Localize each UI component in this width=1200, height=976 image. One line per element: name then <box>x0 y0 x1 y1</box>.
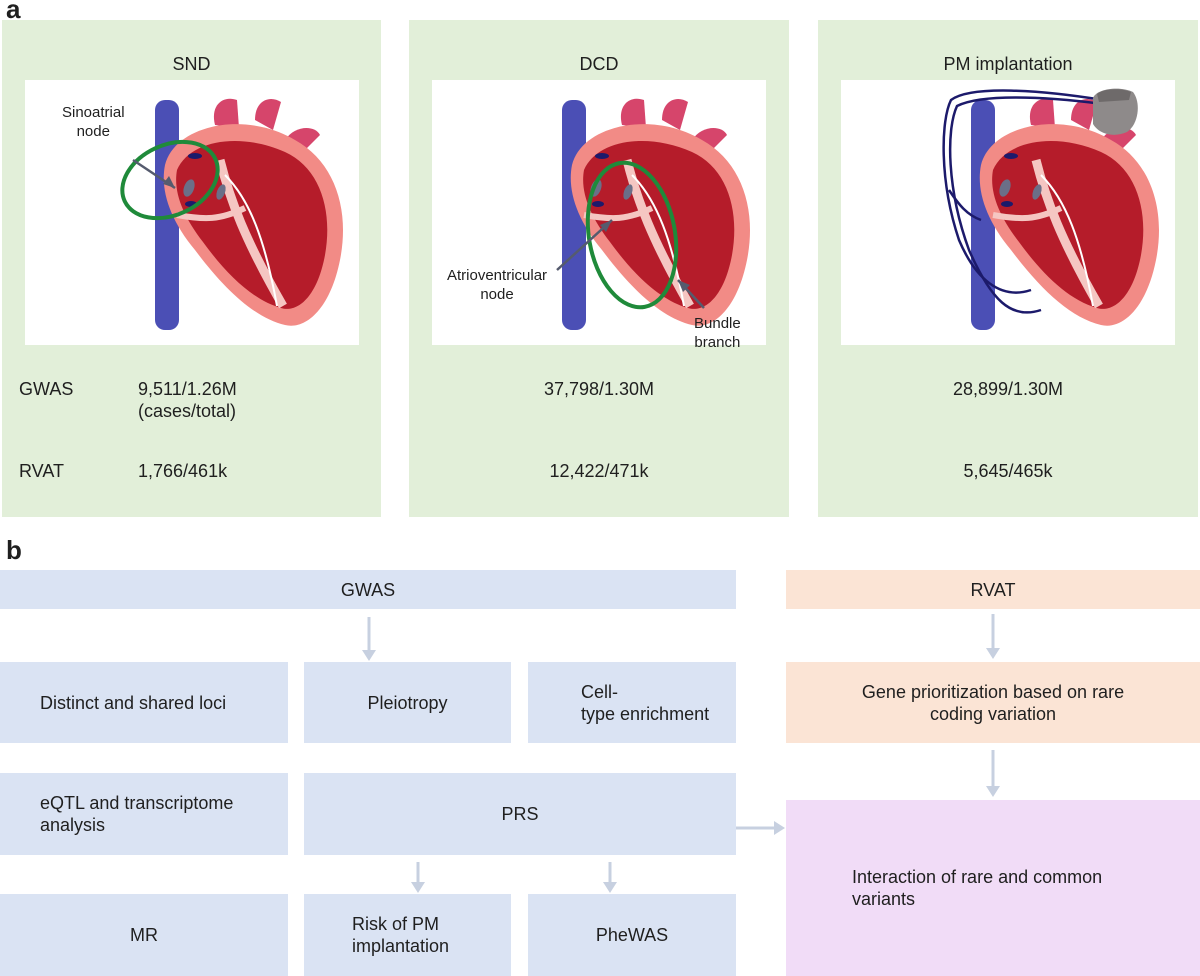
pm-title: PM implantation <box>943 54 1073 74</box>
pm-rvat-value: 5,645/465k <box>963 461 1053 481</box>
dcd-panel: DCD Atrioventricular node Bundle branch … <box>409 20 789 517</box>
dcd-gwas-value: 37,798/1.30M <box>543 379 655 399</box>
snd-illustration: Sinoatrial node <box>25 80 359 345</box>
av-node-arrow <box>556 219 613 271</box>
rvat-row-label: RVAT <box>19 461 65 481</box>
pacemaker-lead-2 <box>948 96 1104 314</box>
rvat-header: RVAT <box>786 570 1200 609</box>
snd-gwas-value: 9,511/1.26M (cases/total) <box>138 379 237 421</box>
pm-gwas-value: 28,899/1.30M <box>952 379 1064 399</box>
pacemaker-lead-3 <box>947 189 982 222</box>
panel-a-letter: a <box>6 0 21 24</box>
av-node-callout: Atrioventricular node <box>447 267 548 303</box>
snd-title: SND <box>172 54 211 74</box>
gwas-row-label: GWAS <box>19 379 74 399</box>
bundle-branch-callout: Bundle branch <box>694 315 741 351</box>
gwas-header: GWAS <box>0 570 736 609</box>
panel-b-letter: b <box>6 535 22 565</box>
dcd-rvat-value: 12,422/471k <box>549 461 649 481</box>
phewas-box: PheWAS <box>528 894 736 976</box>
sinoatrial-callout: Sinoatrial node <box>62 104 125 140</box>
prs-box: PRS <box>304 773 736 855</box>
pleiotropy-box: Pleiotropy <box>304 662 511 743</box>
snd-panel: SND Sinoatrial node GWAS 9,511/1.26M (ca… <box>2 20 381 517</box>
dcd-title: DCD <box>579 54 619 74</box>
cell-type-enrichment-box: Cell-type enrichment <box>528 662 736 743</box>
conduction-ring <box>585 160 679 310</box>
mr-box: MR <box>0 894 288 976</box>
pm-illustration <box>841 80 1175 345</box>
snd-rvat-value: 1,766/461k <box>138 461 228 481</box>
pm-panel: PM implantation 28,899/1.30M 5,645/465k <box>818 20 1198 517</box>
distinct-shared-loci-box: Distinct and shared loci <box>0 662 288 743</box>
pacemaker-device <box>1093 88 1138 135</box>
dcd-illustration: Atrioventricular node Bundle branch <box>432 80 766 351</box>
sinoatrial-ring <box>120 139 220 221</box>
